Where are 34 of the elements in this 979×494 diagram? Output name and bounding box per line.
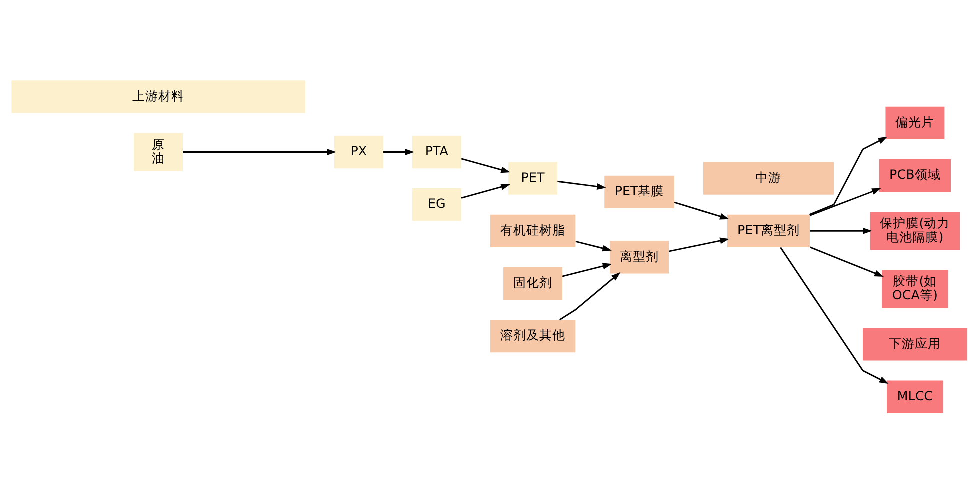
node-box: PET <box>508 162 558 195</box>
node-box: 保护膜(动力电池隔膜) <box>870 212 960 250</box>
node-box: 有机硅树脂 <box>490 214 576 248</box>
arrow <box>461 184 510 199</box>
node-box: 下游应用 <box>863 328 968 361</box>
arrow <box>668 238 730 252</box>
node-box: MLCC <box>887 380 944 414</box>
arrow <box>810 246 884 277</box>
arrow <box>559 272 621 321</box>
arrow <box>384 149 415 156</box>
node-box: 溶剂及其他 <box>490 320 576 353</box>
node-box: PET离型剂 <box>728 214 810 248</box>
arrow <box>809 136 888 216</box>
arrow <box>461 158 510 174</box>
arrow <box>183 149 336 156</box>
node-box: 中游 <box>703 162 834 195</box>
node-box: PX <box>334 136 384 169</box>
node-box: PCB领域 <box>879 160 951 192</box>
arrow <box>562 263 612 278</box>
node-box: 偏光片 <box>886 106 945 140</box>
arrow <box>810 228 872 234</box>
arrow <box>810 188 882 216</box>
arrow <box>558 180 606 190</box>
node-box: 原油 <box>134 133 184 172</box>
node-box: EG <box>412 188 462 222</box>
node-box: 离型剂 <box>610 241 670 274</box>
node-box: PTA <box>412 136 462 169</box>
node-box: 胶带(如OCA等) <box>882 270 948 308</box>
node-box: 固化剂 <box>504 267 562 300</box>
node-box: 上游材料 <box>12 80 306 114</box>
arrow <box>674 202 730 220</box>
node-box: PET基膜 <box>604 176 674 208</box>
arrow <box>780 247 889 384</box>
arrow <box>576 240 612 252</box>
